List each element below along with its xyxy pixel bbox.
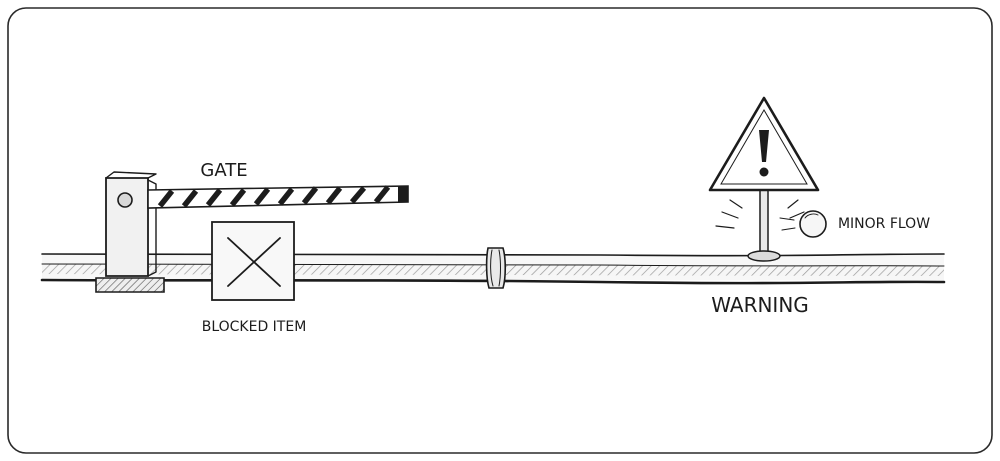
warning-triangle-icon [708,96,820,262]
blocked-item-label: BLOCKED ITEM [202,319,307,335]
boom-barrier-icon [95,171,409,293]
warning-label: WARNING [711,293,809,317]
minor-flow-label: MINOR FLOW [838,216,930,232]
diagram-frame [7,7,993,454]
x-box-icon [211,221,295,301]
coupling-icon [485,247,507,289]
gate-label: GATE [200,160,247,181]
circle-icon [779,210,827,238]
